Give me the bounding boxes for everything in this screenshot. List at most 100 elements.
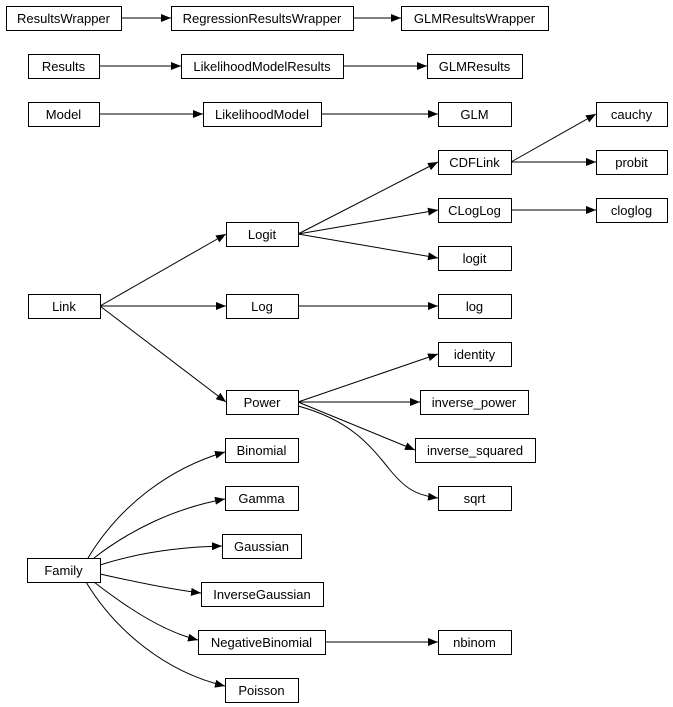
node-label: Logit [248, 227, 277, 242]
edge-power-to-identity [297, 353, 439, 403]
node-negative-binomial: NegativeBinomial [198, 630, 326, 655]
edge-logit-to-logit [297, 233, 439, 261]
edge-family-to-negative-binomial [93, 581, 199, 642]
node-label: inverse_power [432, 395, 517, 410]
edges-layer [85, 14, 597, 688]
node-box [171, 6, 354, 31]
node-glm: GLM [438, 102, 512, 127]
node-gamma: Gamma [225, 486, 299, 511]
node-box [28, 54, 100, 79]
node-inverse-power: inverse_power [420, 390, 529, 415]
node-label: Log [251, 299, 273, 314]
node-label: GLMResultsWrapper [414, 11, 536, 26]
node-log: Log [226, 294, 299, 319]
node-box [225, 486, 299, 511]
node-glmresults-wrapper: GLMResultsWrapper [401, 6, 549, 31]
node-inverse-gaussian: InverseGaussian [201, 582, 324, 607]
node-box [401, 6, 549, 31]
node-logit: Logit [226, 222, 299, 247]
node-results-wrapper: ResultsWrapper [6, 6, 122, 31]
node-clog-log: CLogLog [438, 198, 512, 223]
node-label: Gamma [238, 491, 285, 506]
node-box [27, 558, 101, 583]
node-binomial: Binomial [225, 438, 299, 463]
node-gaussian: Gaussian [222, 534, 302, 559]
node-label: RegressionResultsWrapper [183, 11, 342, 26]
node-log: log [438, 294, 512, 319]
node-glmresults: GLMResults [427, 54, 523, 79]
node-box [198, 630, 326, 655]
edge-power-to-sqrt [297, 405, 439, 501]
node-logit: logit [438, 246, 512, 271]
edge-family-to-gamma [93, 496, 226, 559]
node-box [427, 54, 523, 79]
node-label: identity [454, 347, 496, 362]
node-box [6, 6, 122, 31]
node-box [438, 198, 512, 223]
node-label: InverseGaussian [213, 587, 311, 602]
node-box [226, 390, 299, 415]
node-nbinom: nbinom [438, 630, 512, 655]
node-box [438, 246, 512, 271]
node-box [28, 102, 100, 127]
node-label: logit [463, 251, 487, 266]
node-box [415, 438, 536, 463]
node-inverse-squared: inverse_squared [415, 438, 536, 463]
node-label: Link [52, 299, 76, 314]
node-box [438, 102, 512, 127]
edge-family-to-poisson [85, 581, 226, 688]
node-label: Results [42, 59, 86, 74]
node-box [28, 294, 101, 319]
node-cauchy: cauchy [596, 102, 668, 127]
node-label: Binomial [237, 443, 287, 458]
node-label: sqrt [464, 491, 486, 506]
node-box [596, 198, 668, 223]
node-label: Model [46, 107, 82, 122]
node-box [420, 390, 529, 415]
node-label: LikelihoodModel [215, 107, 309, 122]
edge-power-to-inverse-squared [297, 401, 416, 451]
node-box [438, 294, 512, 319]
node-label: probit [615, 155, 648, 170]
node-label: log [466, 299, 483, 314]
node-sqrt: sqrt [438, 486, 512, 511]
edge-link-to-power [99, 305, 227, 403]
node-results: Results [28, 54, 100, 79]
node-poisson: Poisson [225, 678, 299, 703]
node-cloglog: cloglog [596, 198, 668, 223]
node-box [225, 678, 299, 703]
node-label: cloglog [611, 203, 652, 218]
edge-logit-to-clog-log [297, 207, 439, 235]
node-cdflink: CDFLink [438, 150, 512, 175]
node-box [438, 342, 512, 367]
node-box [438, 630, 512, 655]
node-label: Power [244, 395, 282, 410]
node-box [225, 438, 299, 463]
edge-link-to-logit [99, 233, 227, 307]
edge-family-to-inverse-gaussian [99, 573, 202, 596]
node-box [438, 150, 512, 175]
node-label: CDFLink [449, 155, 500, 170]
node-label: ResultsWrapper [17, 11, 111, 26]
node-box [596, 102, 668, 127]
node-label: LikelihoodModelResults [193, 59, 331, 74]
node-label: NegativeBinomial [211, 635, 312, 650]
node-box [226, 294, 299, 319]
node-label: Poisson [238, 683, 284, 698]
node-box [203, 102, 322, 127]
node-label: CLogLog [448, 203, 501, 218]
node-label: GLM [460, 107, 488, 122]
edge-family-to-binomial [87, 450, 226, 559]
edge-cdflink-to-cauchy [510, 113, 597, 163]
edge-family-to-gaussian [99, 542, 223, 566]
node-box [226, 222, 299, 247]
node-likelihood-model: LikelihoodModel [203, 102, 322, 127]
node-label: Gaussian [234, 539, 289, 554]
node-identity: identity [438, 342, 512, 367]
edge-logit-to-cdflink [297, 161, 439, 235]
node-box [222, 534, 302, 559]
node-model: Model [28, 102, 100, 127]
node-label: inverse_squared [427, 443, 523, 458]
